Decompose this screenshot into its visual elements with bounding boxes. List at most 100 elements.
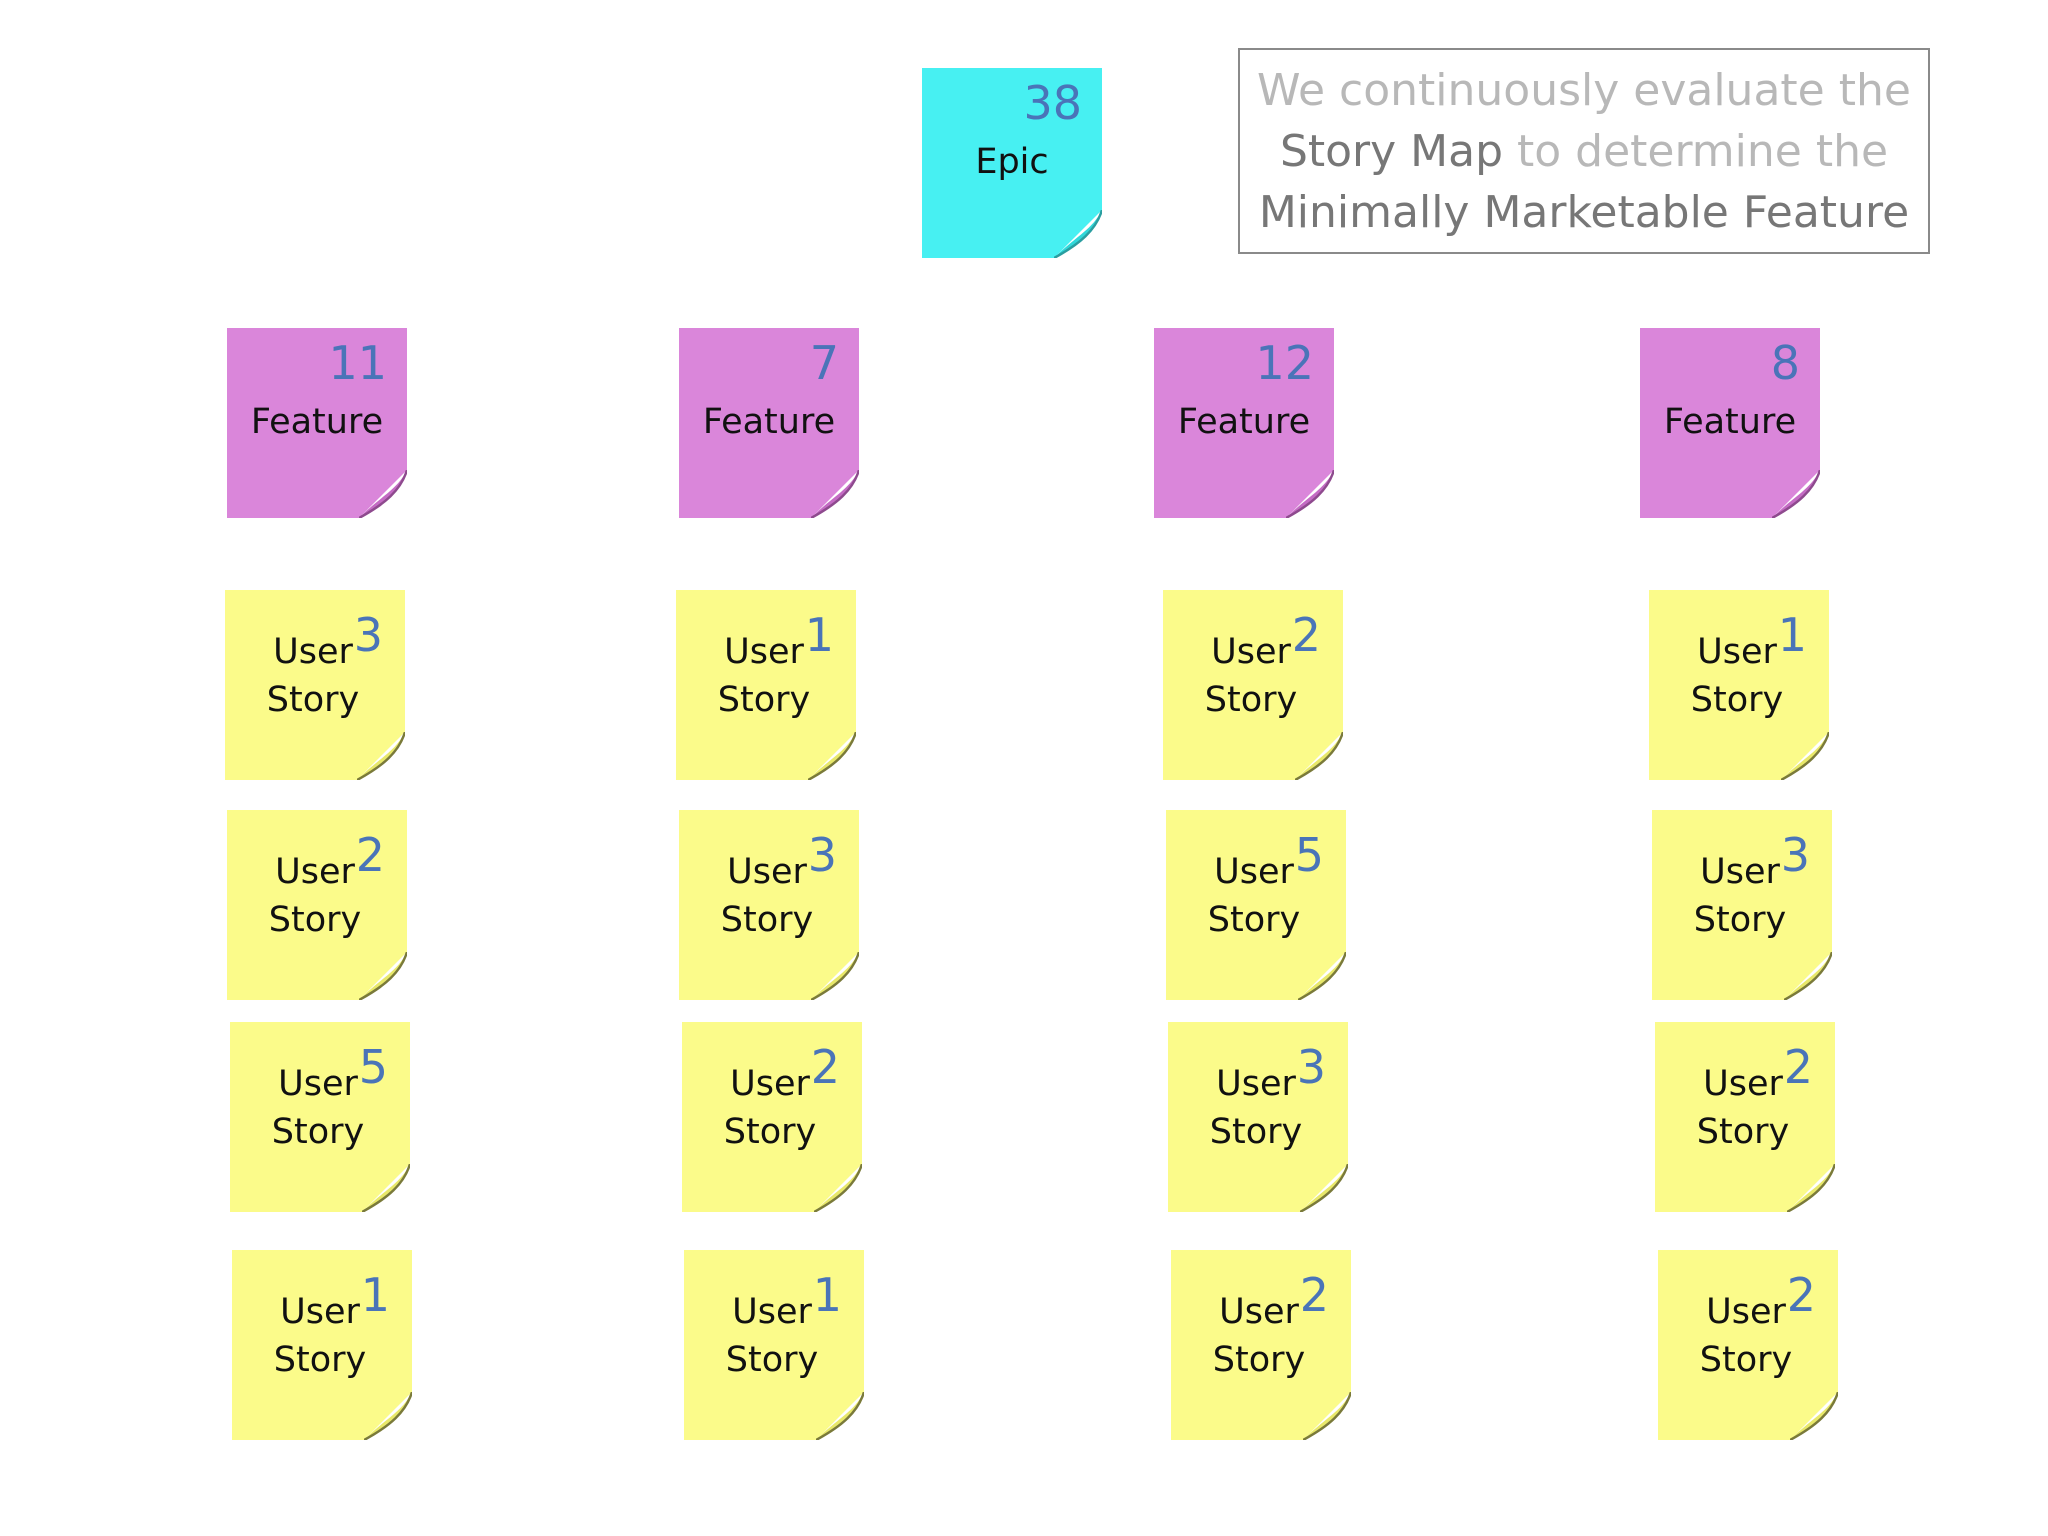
story-label-line-1: User [1703, 1064, 1783, 1104]
story-label-line-1: User [1706, 1292, 1786, 1332]
page-curl-icon [811, 470, 859, 518]
story-label-line-1: User [1697, 632, 1777, 672]
caption-highlight-story-map: Story Map [1279, 125, 1504, 177]
feature-note: 8 Feature [1640, 328, 1820, 518]
story-label-line-2: Story [268, 900, 362, 940]
caption-box: We continuously evaluate the Story Map t… [1238, 48, 1930, 254]
story-label-line-1: User [730, 1064, 810, 1104]
story-label-line-1: User [1700, 852, 1780, 892]
story-points: 2 [1783, 1040, 1813, 1094]
story-label-line-1: User [1219, 1292, 1299, 1332]
story-label-line-1: User [1216, 1064, 1296, 1104]
feature-label: Feature [1177, 402, 1311, 442]
story-label-line-2: Story [1209, 1112, 1303, 1152]
caption-line-1: We continuously evaluate the [1257, 64, 1911, 116]
feature-label: Feature [250, 402, 384, 442]
story-label-line-1: User [1214, 852, 1294, 892]
story-points: 3 [807, 828, 837, 882]
story-label-line-2: Story [1690, 680, 1784, 720]
story-points: 2 [1299, 1268, 1329, 1322]
story-label-line-2: Story [717, 680, 811, 720]
story-label-line-2: Story [1212, 1340, 1306, 1380]
story-label-line-2: Story [723, 1112, 817, 1152]
story-label-line-1: User [1211, 632, 1291, 672]
story-points: 1 [1777, 608, 1807, 662]
story-label-line-1: User [273, 632, 353, 672]
feature-note: 11 Feature [227, 328, 407, 518]
feature-note: 12 Feature [1154, 328, 1334, 518]
epic-note: 38 Epic [922, 68, 1102, 258]
feature-note: 7 Feature [679, 328, 859, 518]
story-points: 1 [360, 1268, 390, 1322]
story-label-line-2: Story [1693, 900, 1787, 940]
page-curl-icon [1772, 470, 1820, 518]
page-curl-icon [808, 732, 856, 780]
page-curl-icon [359, 952, 407, 1000]
story-points: 1 [812, 1268, 842, 1322]
story-label-line-2: Story [1699, 1340, 1793, 1380]
feature-points: 8 [1770, 336, 1800, 390]
story-label-line-2: Story [720, 900, 814, 940]
story-points: 3 [353, 608, 383, 662]
page-curl-icon [357, 732, 405, 780]
story-label-line-2: Story [266, 680, 360, 720]
story-points: 5 [358, 1040, 388, 1094]
caption-line-2: to determine the [1503, 125, 1889, 177]
page-curl-icon [1298, 952, 1346, 1000]
story-points: 3 [1296, 1040, 1326, 1094]
feature-points: 12 [1255, 336, 1314, 390]
feature-points: 7 [809, 336, 839, 390]
story-points: 1 [804, 608, 834, 662]
page-curl-icon [364, 1392, 412, 1440]
caption-text: We continuously evaluate the Story Map t… [1257, 60, 1911, 243]
story-points: 3 [1780, 828, 1810, 882]
story-points: 2 [1291, 608, 1321, 662]
story-label-line-1: User [278, 1064, 358, 1104]
story-label-line-2: Story [273, 1340, 367, 1380]
page-curl-icon [1295, 732, 1343, 780]
story-label-line-2: Story [1696, 1112, 1790, 1152]
story-points: 5 [1294, 828, 1324, 882]
story-label-line-2: Story [1207, 900, 1301, 940]
page-curl-icon [1300, 1164, 1348, 1212]
page-curl-icon [1286, 470, 1334, 518]
page-curl-icon [814, 1164, 862, 1212]
page-curl-icon [1790, 1392, 1838, 1440]
feature-points: 11 [328, 336, 387, 390]
story-label-line-2: Story [725, 1340, 819, 1380]
story-label-line-1: User [727, 852, 807, 892]
story-label-line-1: User [280, 1292, 360, 1332]
page-curl-icon [1784, 952, 1832, 1000]
story-points: 2 [355, 828, 385, 882]
story-points: 2 [1786, 1268, 1816, 1322]
page-curl-icon [362, 1164, 410, 1212]
story-label-line-2: Story [1204, 680, 1298, 720]
page-curl-icon [1303, 1392, 1351, 1440]
story-label-line-2: Story [271, 1112, 365, 1152]
